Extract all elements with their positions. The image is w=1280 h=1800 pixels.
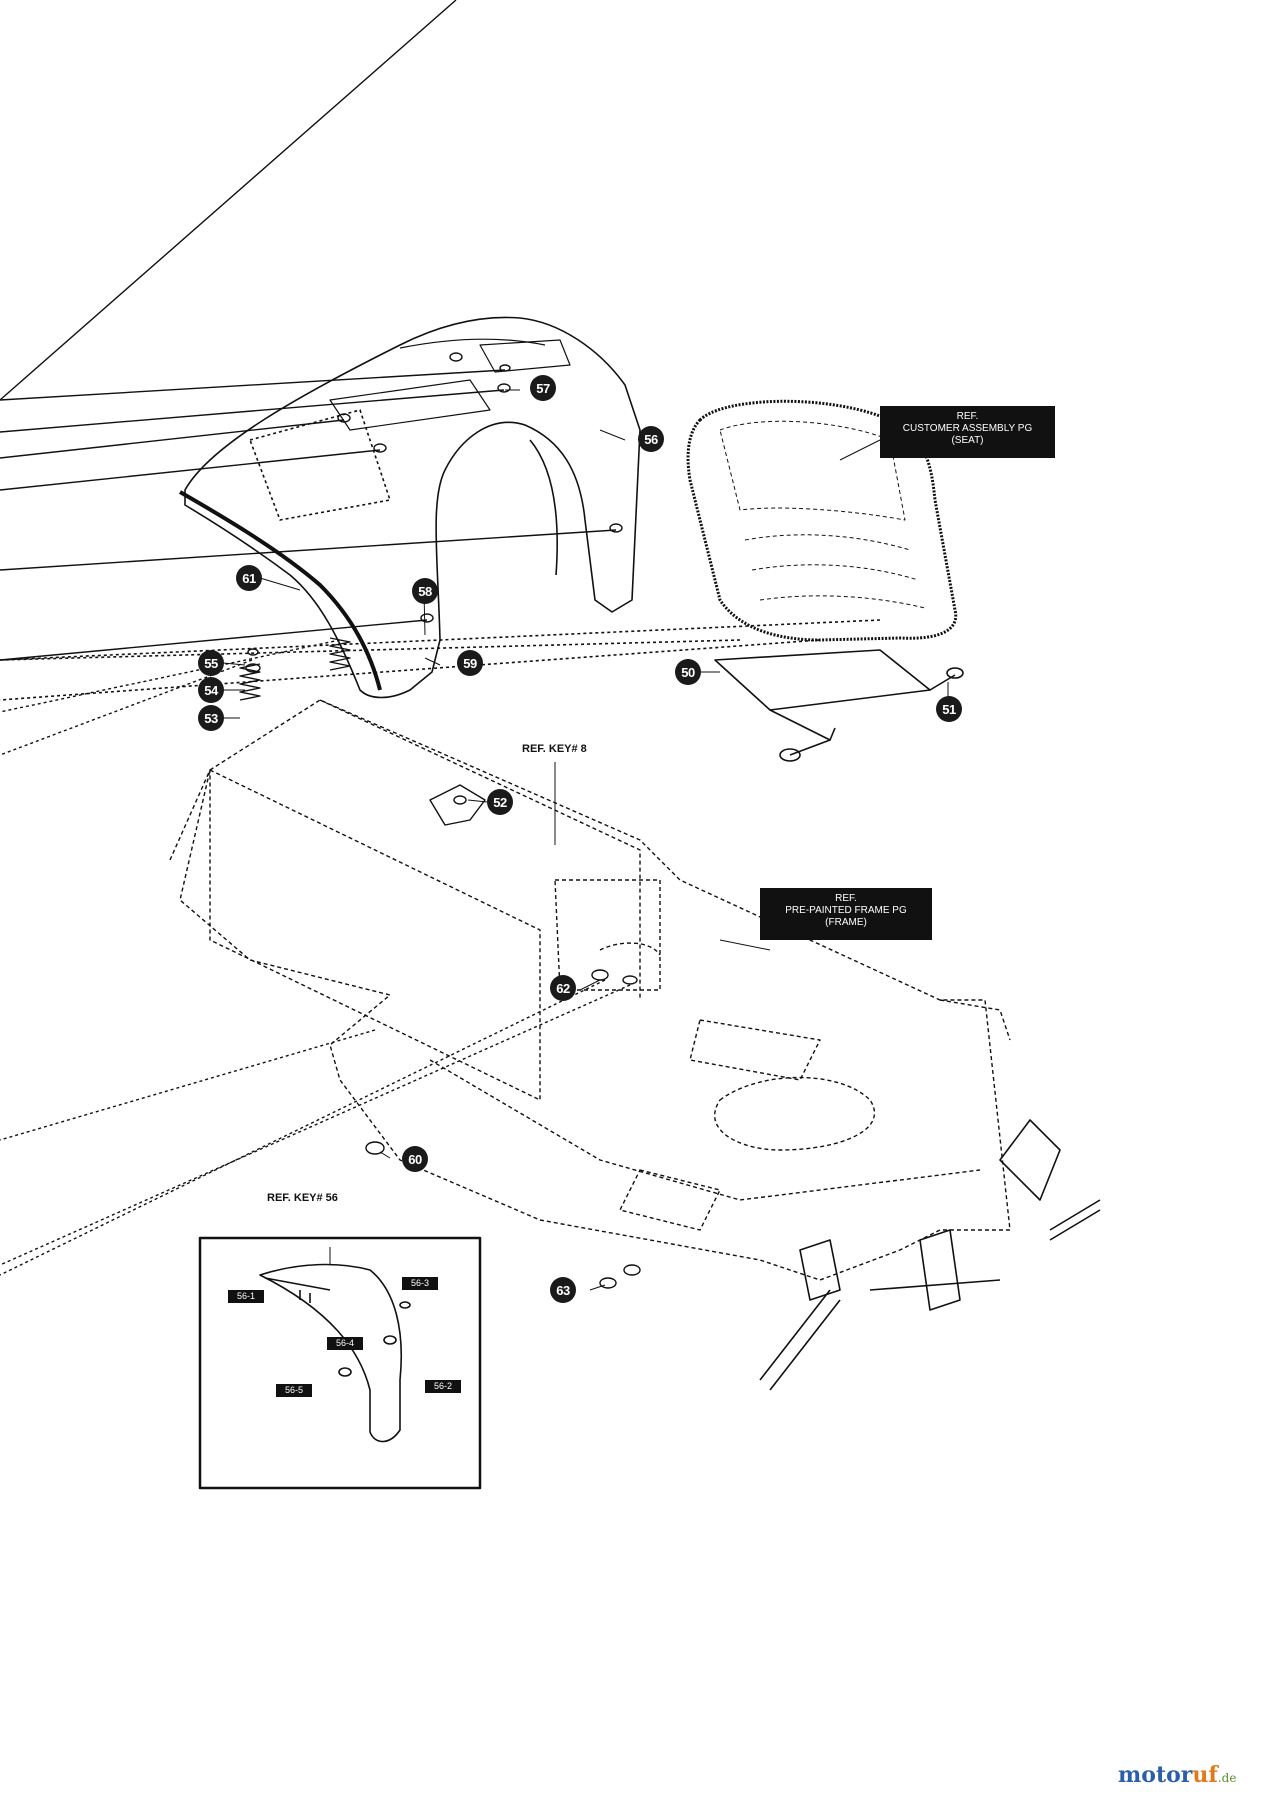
callout-55: 55 [198,650,224,676]
inset-tag-56-2: 56-2 [425,1380,461,1393]
ref-frame-box: REF. PRE-PAINTED FRAME PG (FRAME) [760,888,932,940]
ref-seat-box: REF. CUSTOMER ASSEMBLY PG (SEAT) [880,406,1055,458]
ref-frame-line1: REF. [835,893,857,904]
callout-58: 58 [412,578,438,604]
fender-bolts [0,0,623,661]
callout-57: 57 [530,375,556,401]
fender-assembly [179,316,641,699]
callout-59: 59 [457,650,483,676]
ref-key-56: REF. KEY# 56 [267,1192,338,1204]
callout-50: 50 [675,659,701,685]
ref-seat-line3: (SEAT) [951,435,984,446]
inset-tag-56-3: 56-3 [402,1277,438,1290]
ref-frame-line2: PRE-PAINTED FRAME PG [785,905,907,916]
callout-62: 62 [550,975,576,1001]
brand-tld: .de [1217,1771,1237,1785]
ref-key-8: REF. KEY# 8 [522,743,587,755]
callout-56: 56 [638,426,664,452]
inset-tag-56-4: 56-4 [327,1337,363,1350]
brand-watermark: motoruf.de [1118,1762,1236,1788]
inset-tag-56-5: 56-5 [276,1384,312,1397]
ref-seat-line2: CUSTOMER ASSEMBLY PG [902,423,1033,434]
callout-51: 51 [936,696,962,722]
front-axle [759,1119,1101,1391]
callout-61: 61 [236,565,262,591]
callout-52: 52 [487,789,513,815]
seat-assembly [0,399,964,762]
brand-part-uf: uf [1192,1762,1218,1788]
tractor-frame [169,699,1011,1281]
callout-53: 53 [198,705,224,731]
leader-lines [222,389,949,1291]
inset-detail [198,1236,482,1490]
callout-60: 60 [402,1146,428,1172]
inset-tag-56-1: 56-1 [228,1290,264,1303]
ref-seat-line1: REF. [956,411,979,422]
ref-frame-line3: (FRAME) [825,917,867,928]
callout-63: 63 [550,1277,576,1303]
frame-hardware [0,784,641,1289]
callout-54: 54 [198,677,224,703]
brand-part-motor: motor [1118,1762,1193,1788]
